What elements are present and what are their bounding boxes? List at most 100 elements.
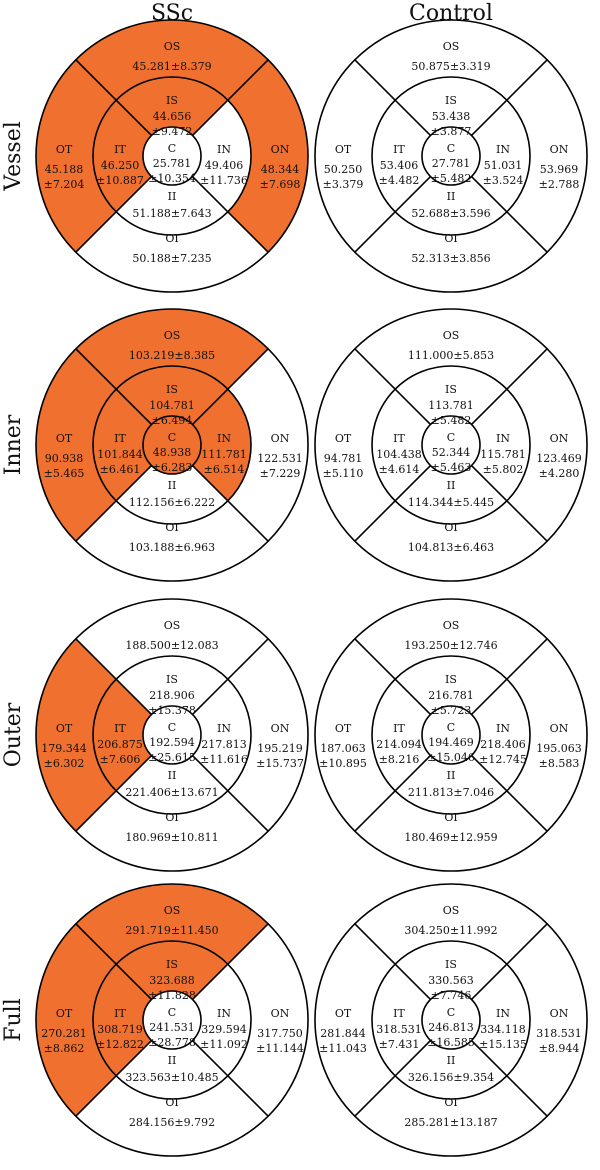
- divider-line: [470, 1039, 548, 1117]
- label-oi: OI: [165, 521, 178, 534]
- label-is: IS: [445, 958, 457, 971]
- label-os: OS: [443, 329, 460, 342]
- label-c: C: [447, 721, 455, 734]
- label-c: C: [447, 142, 455, 155]
- value-c: 48.938±6.283: [152, 446, 193, 474]
- label-in: IN: [217, 722, 231, 735]
- label-c: C: [168, 1006, 176, 1019]
- inner-ring: [92, 940, 252, 1100]
- value-it: 308.719±12.822: [96, 1023, 144, 1051]
- value-c: 27.781±5.482: [431, 157, 472, 185]
- sector-it: [92, 389, 152, 501]
- divider-line: [354, 638, 432, 716]
- value-oi: 103.188±6.963: [129, 541, 215, 554]
- outer-ring: [314, 598, 588, 872]
- sector-on: [506, 923, 587, 1117]
- value-in: 329.594±11.092: [200, 1023, 248, 1051]
- row-label-outer: Outer: [1, 702, 26, 767]
- row-label-vessel: Vessel: [1, 121, 26, 192]
- value-os: 291.719±11.450: [125, 924, 218, 937]
- sector-ii: [116, 755, 228, 814]
- value-oi: 50.188±7.235: [132, 252, 211, 265]
- label-ii: II: [447, 769, 456, 782]
- value-ot: 179.344±6.302: [41, 742, 87, 770]
- label-it: IT: [114, 722, 126, 735]
- value-in: 334.118±15.135: [479, 1023, 527, 1051]
- value-c: 52.344±5.463: [431, 446, 472, 474]
- value-is: 104.781±6.494: [149, 399, 195, 427]
- value-on: 195.219±15.737: [256, 742, 304, 770]
- row-label-full: Full: [1, 998, 26, 1042]
- outer-ring: [314, 19, 588, 293]
- sector-oi: [75, 790, 269, 871]
- divider-line: [470, 754, 548, 832]
- label-in: IN: [496, 722, 510, 735]
- label-on: ON: [271, 432, 290, 445]
- value-oi: 180.969±10.811: [125, 831, 218, 844]
- label-ot: OT: [56, 143, 73, 156]
- value-on: 317.750±11.144: [256, 1027, 304, 1055]
- value-it: 214.094±8.216: [376, 738, 422, 766]
- label-os: OS: [443, 904, 460, 917]
- divider-line: [75, 923, 153, 1001]
- value-os: 111.000±5.853: [408, 349, 494, 362]
- value-ii: 326.156±9.354: [408, 1071, 494, 1084]
- divider-line: [75, 59, 153, 137]
- label-on: ON: [271, 143, 290, 156]
- divider-line: [75, 464, 153, 542]
- label-is: IS: [445, 94, 457, 107]
- value-ot: 281.844±11.043: [319, 1027, 367, 1055]
- label-c: C: [447, 431, 455, 444]
- label-ot: OT: [56, 722, 73, 735]
- value-ii: 52.688±3.596: [411, 207, 490, 220]
- sector-oi: [354, 790, 548, 871]
- sector-c: [142, 126, 202, 186]
- label-c: C: [168, 142, 176, 155]
- outer-ring: [314, 883, 588, 1157]
- value-on: 195.063±8.583: [536, 742, 582, 770]
- divider-line: [75, 348, 153, 426]
- label-oi: OI: [165, 1096, 178, 1109]
- sector-os: [75, 599, 269, 680]
- value-c: 241.531±28.778: [148, 1021, 196, 1049]
- value-it: 53.406±4.482: [379, 159, 420, 187]
- sector-in: [471, 100, 530, 212]
- value-it: 318.531±7.431: [376, 1023, 422, 1051]
- value-on: 318.531±8.944: [536, 1027, 582, 1055]
- sector-ii: [395, 755, 507, 814]
- value-in: 111.781±6.514: [201, 448, 247, 476]
- sector-is: [395, 365, 507, 425]
- label-oi: OI: [165, 232, 178, 245]
- sector-ot: [315, 348, 396, 542]
- sector-is: [116, 656, 228, 715]
- sector-c: [421, 990, 481, 1050]
- row-label-inner: Inner: [1, 414, 26, 475]
- sector-ot: [315, 923, 396, 1117]
- label-os: OS: [443, 619, 460, 632]
- label-is: IS: [445, 383, 457, 396]
- sector-ot: [36, 348, 117, 542]
- label-os: OS: [443, 40, 460, 53]
- label-on: ON: [550, 432, 569, 445]
- value-oi: 180.469±12.959: [404, 831, 497, 844]
- divider-line: [75, 1039, 153, 1117]
- inner-ring: [371, 655, 531, 815]
- divider-line: [191, 464, 269, 542]
- panel-full-control: OS304.250±11.992OI285.281±13.187OT281.84…: [314, 883, 588, 1157]
- label-is: IS: [166, 383, 178, 396]
- label-ii: II: [168, 479, 177, 492]
- divider-line: [470, 348, 548, 426]
- outer-ring: [35, 308, 309, 582]
- divider-line: [191, 754, 269, 832]
- label-in: IN: [217, 432, 231, 445]
- value-in: 115.781±5.802: [480, 448, 526, 476]
- sector-oi: [354, 211, 548, 292]
- divider-line: [470, 638, 548, 716]
- divider-line: [354, 754, 432, 832]
- label-on: ON: [550, 143, 569, 156]
- divider-line: [470, 175, 548, 253]
- label-it: IT: [393, 143, 405, 156]
- outer-ring: [35, 598, 309, 872]
- divider-line: [191, 923, 269, 1001]
- value-oi: 285.281±13.187: [404, 1116, 497, 1129]
